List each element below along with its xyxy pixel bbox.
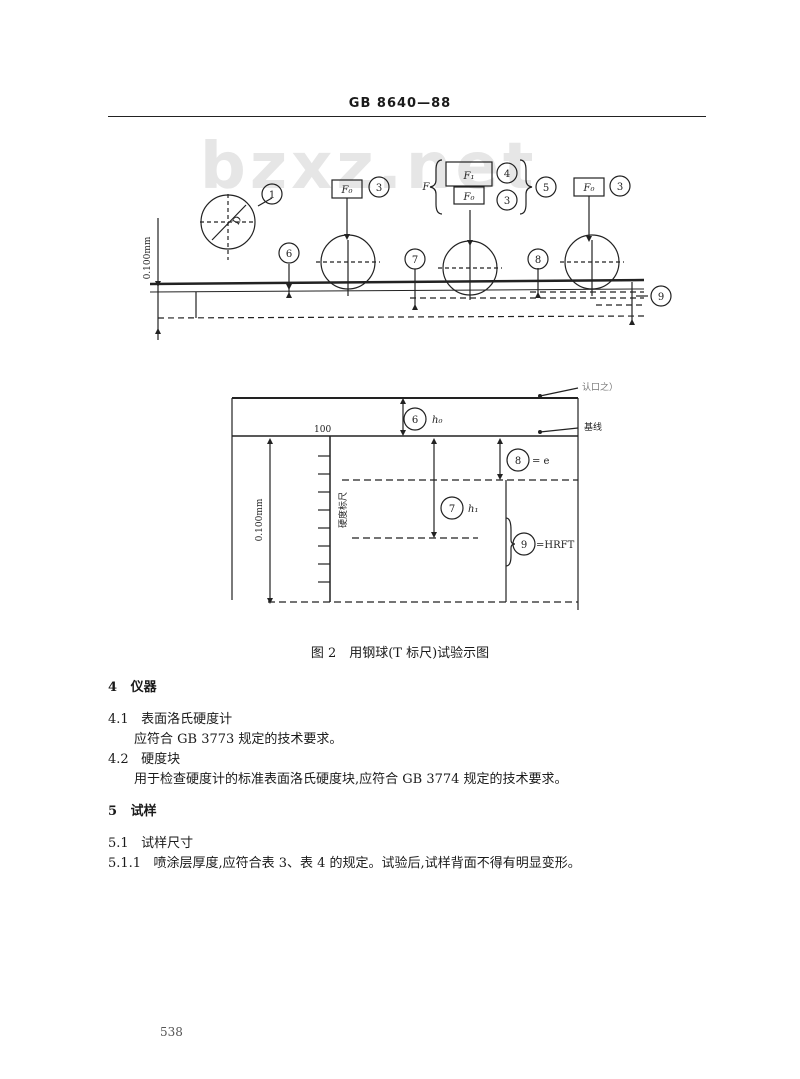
fig2-label-scale: 硬度标尺 xyxy=(337,492,349,528)
fig1-dim-left-label: 0.100mm xyxy=(143,236,153,279)
fig2-callout-text-8: 8 xyxy=(515,456,521,467)
fig2-callout-7 xyxy=(440,496,464,520)
fig2-label-top: 认口之） xyxy=(582,381,618,393)
section-5-title: 试样 xyxy=(130,804,157,819)
section-4-1-title: 表面洛氏硬度计 xyxy=(141,712,233,727)
fig1-surface-line-lower xyxy=(149,288,645,293)
watermark: bzxz.net xyxy=(200,130,538,204)
figure-2-diagram xyxy=(231,387,579,610)
section-5-1-heading: 5.1 试样尺寸 xyxy=(108,832,193,851)
fig2-scale-ticks xyxy=(318,455,330,583)
fig1-callout-1 xyxy=(261,183,283,205)
fig1-callout-6 xyxy=(278,242,300,264)
fig1-callout-text-6: 6 xyxy=(286,249,292,260)
fig2-callout-text-9: 9 xyxy=(521,540,527,551)
fig2-dim-left: 0.100mm xyxy=(255,498,265,541)
fig1-callout-text-4: 4 xyxy=(504,169,510,180)
section-4-title: 仪器 xyxy=(130,680,157,695)
fig1-callout-text-8: 8 xyxy=(535,255,541,266)
section-4-2-text: 用于检查硬度计的标准表面洛氏硬度块,应符合 GB 3774 规定的技术要求。 xyxy=(134,772,568,787)
fig1-callout-3c xyxy=(609,175,631,197)
section-4-2-title: 硬度块 xyxy=(141,752,181,767)
header-rule xyxy=(108,116,706,117)
section-5-1-number: 5.1 xyxy=(108,836,129,851)
section-4-1-number: 4.1 xyxy=(108,712,129,727)
fig1-callout-3a xyxy=(368,176,390,198)
fig2-callout-text-7: 7 xyxy=(449,504,455,515)
fig2-label-100: 100 xyxy=(314,425,331,435)
fig1-surface-line xyxy=(149,278,645,286)
fig2-label-baseline: 基线 xyxy=(584,421,602,433)
fig2-callout-6 xyxy=(403,407,427,431)
section-5-number: 5 xyxy=(108,804,118,819)
fig1-force-box-f0-b xyxy=(453,186,485,205)
section-5-1-title: 试样尺寸 xyxy=(141,836,194,851)
fig1-f1: F₁ xyxy=(463,171,475,182)
fig1-callout-text-1: 1 xyxy=(269,190,275,201)
page-number: 538 xyxy=(160,1025,183,1039)
section-4-1-heading: 4.1 表面洛氏硬度计 xyxy=(108,708,232,727)
fig1-callout-text-3c: 3 xyxy=(617,182,623,193)
fig1-callout-text-9: 9 xyxy=(658,292,664,303)
fig2-h0: h₀ xyxy=(432,415,442,426)
fig1-callout-5 xyxy=(535,176,557,198)
fig1-callout-4 xyxy=(496,162,518,184)
fig1-callout-text-7: 7 xyxy=(412,255,418,266)
fig1-f0-a: F₀ xyxy=(341,185,353,196)
fig1-callout-3b xyxy=(496,189,518,211)
fig2-hrft: =HRFT xyxy=(536,540,575,551)
fig1-force-box-f1 xyxy=(445,161,493,187)
section-5-1-1-text: 喷涂层厚度,应符合表 3、表 4 的规定。试验后,试样背面不得有明显变形。 xyxy=(153,856,581,871)
fig2-callout-8 xyxy=(506,448,530,472)
fig1-callout-text-3b: 3 xyxy=(504,196,510,207)
fig1-callout-text-5: 5 xyxy=(543,183,549,194)
fig1-callout-7 xyxy=(404,248,426,270)
section-4-2-number: 4.2 xyxy=(108,752,129,767)
section-5-heading: 5 试样 xyxy=(108,800,157,819)
fig1-f0-c: F₀ xyxy=(583,183,595,194)
figure-2-caption: 图 2 用钢球(T 标尺)试验示图 xyxy=(310,646,490,661)
fig1-base-dash xyxy=(157,315,645,319)
fig1-diameter-label: D xyxy=(231,215,245,227)
section-5-1-1: 5.1.1 喷涂层厚度,应符合表 3、表 4 的规定。试验后,试样背面不得有明显… xyxy=(108,852,581,871)
section-5-1-1-number: 5.1.1 xyxy=(108,856,142,871)
section-4-number: 4 xyxy=(108,680,118,695)
fig2-e-eq: = e xyxy=(532,456,550,467)
fig1-f0-b: F₀ xyxy=(463,192,475,203)
header-standard-number: GB 8640—88 xyxy=(348,96,452,111)
fig1-callout-9 xyxy=(650,285,672,307)
fig1-callout-text-3a: 3 xyxy=(376,183,382,194)
section-4-2-heading: 4.2 硬度块 xyxy=(108,748,180,767)
fig1-force-label: F xyxy=(422,182,431,193)
fig2-h1: h₁ xyxy=(468,504,478,515)
section-4-heading: 4 仪器 xyxy=(108,676,157,695)
fig2-callout-text-6: 6 xyxy=(412,415,418,426)
fig1-callout-8 xyxy=(527,248,549,270)
section-4-1-text: 应符合 GB 3773 规定的技术要求。 xyxy=(134,732,343,747)
